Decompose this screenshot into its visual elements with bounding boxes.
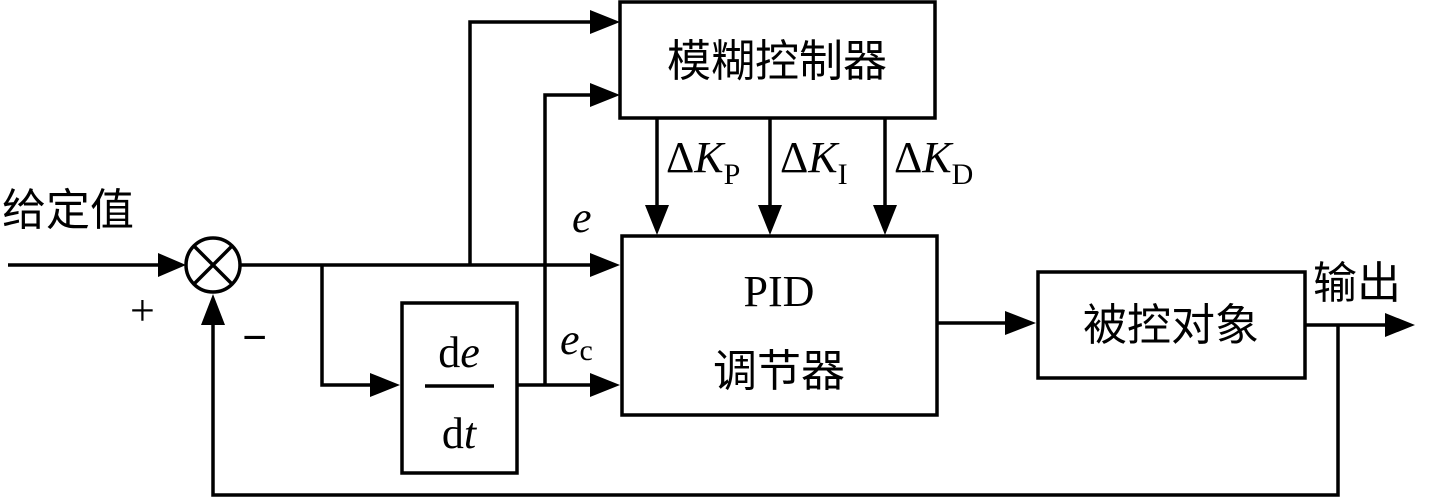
delta-kp-label: ΔKP (666, 133, 740, 191)
pid-label: PID (744, 267, 815, 316)
plus-sign: + (130, 286, 155, 335)
connection-lines (8, 20, 1385, 497)
input-label: 给定值 (2, 185, 134, 236)
plant-block (1036, 270, 1307, 380)
pid-regulator-label: 调节器 (713, 346, 845, 397)
output-label: 输出 (1313, 258, 1401, 309)
derivative-block (400, 301, 519, 475)
fuzzy-controller-block (618, 0, 937, 120)
summing-junction (184, 236, 242, 294)
error-rate-label: ec (560, 315, 593, 367)
delta-ki-label: ΔKI (780, 133, 848, 191)
derivative-denominator: dt (442, 409, 478, 458)
arrowheads (158, 10, 1415, 397)
error-label: e (572, 193, 592, 242)
pid-block (620, 234, 939, 417)
derivative-numerator: de (438, 328, 480, 377)
plant-label: 被控对象 (1083, 300, 1259, 351)
minus-sign: − (242, 313, 267, 362)
fuzzy-controller-label: 模糊控制器 (667, 36, 887, 87)
delta-kd-label: ΔKD (894, 133, 973, 191)
